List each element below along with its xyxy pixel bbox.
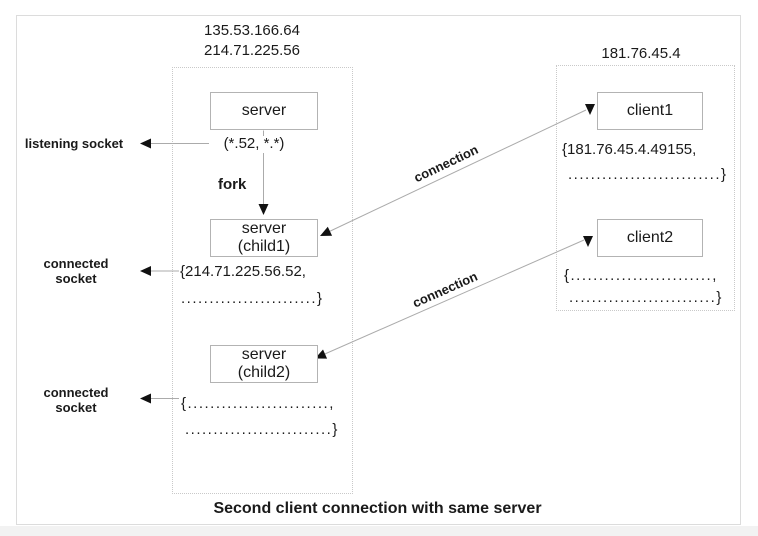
connected-socket1-annotation-line2: socket — [55, 271, 97, 286]
server-child2-process-box: server (child2) — [210, 345, 318, 383]
client2-label: client2 — [626, 229, 674, 246]
connection1-server-arrowhead-icon — [320, 226, 333, 236]
connection1-client-arrowhead-icon — [585, 104, 595, 115]
connected-socket2-annotation-line1: connected — [43, 385, 109, 400]
client2-socket-tuple-line1: {........................., — [564, 267, 718, 284]
server-child2-label-line2: (child2) — [237, 364, 291, 381]
server-process-label: server — [241, 102, 287, 119]
server-ip-secondary: 214.71.225.56 — [204, 42, 300, 59]
connected-socket2-arrowhead-icon — [140, 393, 151, 404]
server-child2-label-line1: server — [241, 346, 287, 363]
connected-socket2-annotation: connected socket — [30, 385, 122, 415]
connection-line-2 — [317, 239, 585, 358]
client-host-region — [556, 65, 735, 311]
fork-label: fork — [218, 176, 247, 193]
client1-process-box: client1 — [597, 92, 703, 130]
diagram-caption: Second client connection with same serve… — [213, 500, 542, 517]
server-child1-label-line2: (child1) — [237, 238, 291, 255]
client2-socket-tuple-line2: ..........................} — [569, 289, 723, 306]
server-child1-label-line1: server — [241, 220, 287, 237]
server-process-box: server — [210, 92, 318, 130]
window-bottom-strip — [0, 526, 758, 536]
client1-socket-tuple-line2: ...........................} — [568, 166, 728, 183]
client1-label: client1 — [626, 102, 674, 119]
fork-arrowhead-icon — [258, 204, 269, 215]
child2-socket-tuple-line2: ..........................} — [185, 421, 339, 438]
connection2-client-arrowhead-icon — [583, 236, 593, 247]
listening-socket-arrowhead-icon — [140, 138, 151, 149]
arrowheads — [140, 104, 595, 404]
child2-socket-tuple-line1: {........................., — [181, 395, 335, 412]
server-host-region — [172, 67, 353, 494]
client1-socket-tuple-line1: {181.76.45.4.49155, — [562, 141, 697, 158]
server-child1-process-box: server (child1) — [210, 219, 318, 257]
child1-socket-tuple-line2: ........................} — [181, 290, 324, 307]
listening-socket-tuple: (*.52, *.*) — [223, 135, 285, 152]
child1-socket-tuple-line1: {214.71.225.56.52, — [180, 263, 306, 280]
connected-socket1-annotation-line1: connected — [43, 256, 109, 271]
connected-socket1-annotation: connected socket — [30, 256, 122, 286]
server-ip-primary: 135.53.166.64 — [204, 22, 300, 39]
client2-process-box: client2 — [597, 219, 703, 257]
client-ip: 181.76.45.4 — [601, 45, 681, 62]
connection2-server-arrowhead-icon — [315, 349, 328, 359]
connected-socket1-arrowhead-icon — [140, 266, 151, 276]
listening-socket-annotation: listening socket — [24, 136, 124, 151]
connection-line-1 — [322, 109, 587, 235]
connected-socket2-annotation-line2: socket — [55, 400, 97, 415]
